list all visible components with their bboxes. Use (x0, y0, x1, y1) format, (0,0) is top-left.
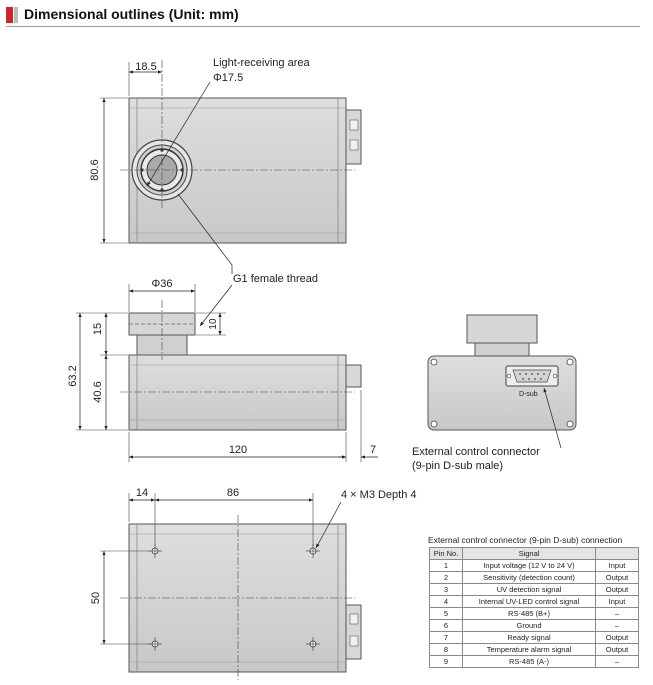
side-view: Φ36 G1 female thread 10 15 63.2 40.6 120… (67, 273, 378, 462)
signal-cell: RS-485 (A-) (462, 655, 596, 668)
pin-cell: 1 (429, 559, 463, 572)
signal-cell: Input voltage (12 V to 24 V) (462, 559, 596, 572)
top-view: 18.5 80.6 Light-receiving area Φ17.5 (89, 57, 362, 274)
dim-80-6: 80.6 (89, 159, 101, 180)
light-area-diameter: Φ17.5 (213, 72, 243, 84)
direction-cell: Input (595, 595, 639, 608)
header-accent-bar-grey (14, 7, 18, 23)
dim-86: 86 (227, 487, 239, 499)
connector-label-line2: (9-pin D-sub male) (412, 460, 503, 472)
side-view-connector (345, 364, 362, 388)
signal-cell: Ground (462, 619, 596, 632)
dim-15: 15 (92, 323, 104, 335)
connector-label-line1: External control connector (412, 446, 540, 458)
signal-cell: Internal UV-LED control signal (462, 595, 596, 608)
pin-cell: 9 (429, 655, 463, 668)
bottom-view: 14 86 50 4 × M3 Depth 4 (90, 487, 417, 680)
direction-cell: Input (595, 559, 639, 572)
dim-40-6: 40.6 (92, 381, 104, 402)
bottom-view-connector (345, 604, 362, 660)
dim-10: 10 (208, 318, 219, 330)
section-title: Dimensional outlines (Unit: mm) (24, 6, 239, 22)
direction-cell: Output (595, 631, 639, 644)
thread-label: G1 female thread (233, 273, 318, 285)
pin-cell: 7 (429, 631, 463, 644)
pin-cell: 6 (429, 619, 463, 632)
pin-table-header-row: Pin No. Signal (429, 547, 639, 560)
header-accent-bar (6, 7, 13, 23)
dim-50: 50 (90, 592, 102, 604)
signal-cell: RS-485 (B+) (462, 607, 596, 620)
end-view-top-block (466, 314, 538, 344)
dim-63-2: 63.2 (67, 365, 79, 386)
col-direction (595, 547, 639, 560)
dsub-label: D-sub (519, 391, 538, 398)
pin-cell: 3 (429, 583, 463, 596)
dim-120: 120 (229, 444, 247, 456)
pin-cell: 2 (429, 571, 463, 584)
direction-cell: Output (595, 643, 639, 656)
direction-cell: – (595, 619, 639, 632)
pin-cell: 4 (429, 595, 463, 608)
side-view-body (128, 354, 347, 431)
signal-cell: UV detection signal (462, 583, 596, 596)
signal-cell: Ready signal (462, 631, 596, 644)
section-header: Dimensional outlines (Unit: mm) (6, 4, 640, 27)
signal-cell: Sensitivity (detection count) (462, 571, 596, 584)
top-view-connector (345, 109, 362, 165)
pin-table-title: External control connector (9-pin D-sub)… (428, 535, 623, 545)
pin-cell: 5 (429, 607, 463, 620)
dim-18-5: 18.5 (135, 61, 156, 73)
pin-cell: 8 (429, 643, 463, 656)
holes-label: 4 × M3 Depth 4 (341, 489, 417, 501)
dim-14: 14 (136, 487, 148, 499)
col-pin-no: Pin No. (429, 547, 463, 560)
signal-cell: Temperature alarm signal (462, 643, 596, 656)
direction-cell: – (595, 607, 639, 620)
dim-phi-36: Φ36 (151, 278, 172, 290)
direction-cell: – (595, 655, 639, 668)
direction-cell: Output (595, 571, 639, 584)
col-signal: Signal (462, 547, 596, 560)
end-view: D-sub External control connector (9-pin … (412, 314, 577, 472)
direction-cell: Output (595, 583, 639, 596)
dim-7: 7 (370, 444, 376, 456)
light-area-label: Light-receiving area (213, 57, 310, 69)
